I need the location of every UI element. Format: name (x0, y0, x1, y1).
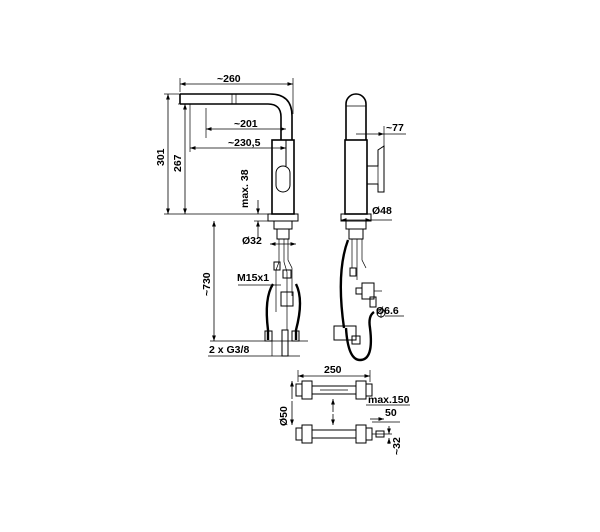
dim-m15: M15x1 (237, 272, 269, 284)
dim-d50: Ø50 (278, 406, 290, 426)
faucet-side-view (179, 93, 308, 357)
cutout-dimensions (290, 370, 410, 444)
front-view-dimensions (341, 126, 406, 318)
cutout-templates (295, 380, 373, 444)
dim-d66: Ø6.6 (376, 305, 399, 317)
dim-g38: 2 x G3/8 (209, 344, 249, 356)
dim-260: ~260 (217, 73, 241, 85)
dim-max150: max.150 (368, 394, 410, 406)
dim-max38: max. 38 (239, 169, 251, 208)
front-view-labels: ~77 Ø48 Ø6.6 (372, 122, 404, 317)
side-view-dimensions (164, 78, 300, 357)
dim-d48: Ø48 (372, 205, 392, 217)
dim-730: ~730 (201, 272, 213, 296)
dim-201: ~201 (234, 118, 258, 130)
dim-50: 50 (385, 407, 397, 419)
dim-77: ~77 (386, 122, 404, 134)
dim-32: ~32 (391, 437, 403, 455)
dim-d32: Ø32 (242, 235, 262, 247)
cutout-labels: 250 max.150 50 Ø50 ~32 (278, 364, 410, 455)
dim-267: 267 (172, 154, 184, 172)
dim-250: 250 (324, 364, 342, 376)
side-view-labels: ~260 ~201 ~230,5 301 267 max. 38 Ø32 ~73… (155, 73, 269, 356)
dim-301: 301 (155, 148, 167, 166)
dim-230: ~230,5 (228, 137, 261, 149)
